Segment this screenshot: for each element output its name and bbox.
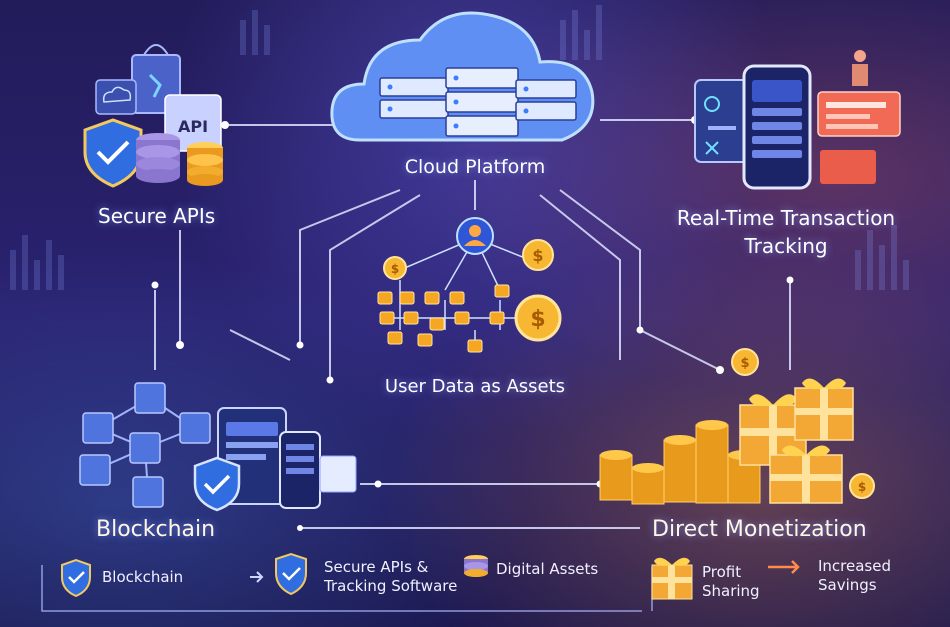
secure-apis-label: Secure APIs — [98, 204, 216, 228]
shield-check-icon — [61, 558, 91, 598]
card-icon — [319, 455, 357, 493]
direct-monetization-label: Direct Monetization — [652, 517, 867, 542]
dollar-coin-icon: $ — [731, 348, 759, 376]
dollar-coin-icon: $ — [383, 256, 407, 280]
legend-profit-sharing: Profit Sharing — [702, 563, 760, 600]
cloud-platform-label: Cloud Platform — [404, 156, 546, 178]
svg-text:$: $ — [530, 307, 545, 332]
svg-text:$: $ — [858, 480, 866, 494]
database-icon — [136, 133, 180, 183]
legend-increased-savings: Increased Savings — [818, 557, 892, 594]
smartphone-icon — [742, 64, 812, 190]
gift-box-icon — [794, 378, 854, 441]
legend-digital-assets: Digital Assets — [496, 560, 599, 578]
gift-box-icon — [769, 445, 843, 504]
svg-text:$: $ — [532, 246, 543, 265]
database-icon — [464, 555, 488, 577]
arrow-right-icon — [250, 571, 264, 583]
shield-check-icon — [275, 552, 307, 596]
shield-check-icon — [193, 456, 241, 512]
user-icon — [456, 217, 494, 255]
legend-secure-apis-tracking: Secure APIs & Tracking Software — [324, 558, 458, 595]
server-rack-icon — [379, 67, 577, 137]
smartphone-icon — [279, 431, 321, 509]
arrow-right-icon — [768, 560, 800, 574]
data-node-icons — [377, 284, 510, 353]
gift-box-icon — [651, 557, 693, 600]
bottom-legend-bar: Blockchain Secure APIs & Tracking Softwa… — [40, 545, 910, 619]
dollar-coin-icon: $ — [522, 239, 554, 271]
dollar-coin-icon: $ — [849, 473, 875, 499]
legend-blockchain: Blockchain — [102, 568, 184, 586]
dashboard-panel-icon — [817, 91, 901, 184]
coin-stacks-icon — [599, 420, 761, 505]
cube-icons — [79, 382, 211, 508]
cloud-check-icon — [95, 79, 137, 115]
svg-text:$: $ — [391, 262, 399, 276]
user-data-label: User Data as Assets — [384, 376, 566, 397]
api-tag-text: API — [178, 117, 208, 136]
coin-stack-icon — [187, 142, 223, 186]
svg-text:$: $ — [740, 356, 749, 371]
bottom-legend-frame — [41, 552, 800, 612]
user-avatar-icon — [852, 50, 868, 86]
dollar-coin-icon: $ — [514, 294, 562, 342]
blockchain-label: Blockchain — [96, 517, 216, 542]
realtime-tracking-label: Real-Time Transaction Tracking — [676, 206, 896, 258]
